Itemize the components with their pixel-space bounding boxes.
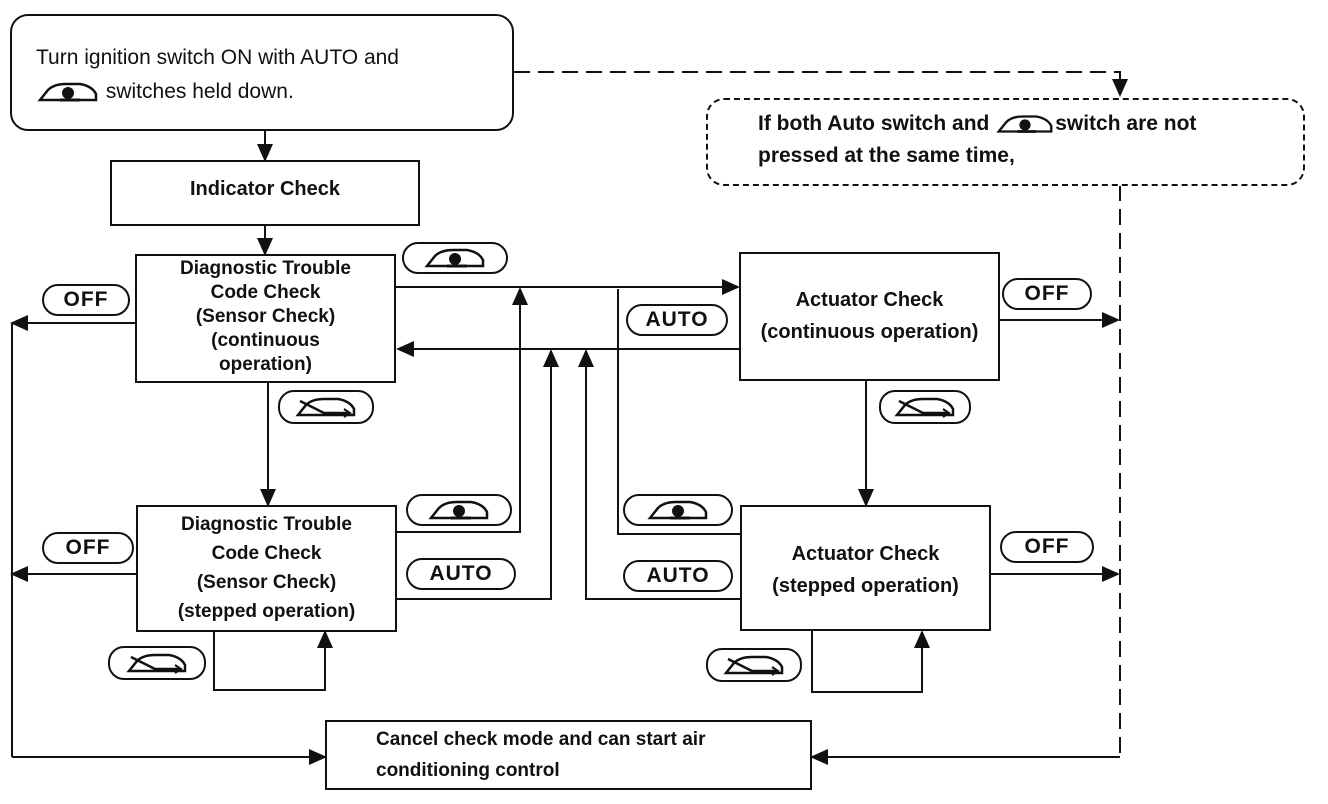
dtc-stepped-l2: Code Check: [211, 543, 322, 564]
auto-button-dtc-stepped[interactable]: AUTO: [406, 558, 516, 590]
fresh-air-switch-icon: [126, 653, 187, 674]
recirc-switch-icon: [424, 248, 485, 268]
indicator-check-box: [110, 160, 420, 226]
cancel-check-l1: Cancel check mode and can start air: [376, 729, 706, 750]
dtc-continuous-l1: Diagnostic Trouble: [179, 258, 352, 279]
recirc-switch-icon: [37, 83, 98, 102]
recirc-button-dtc-stepped[interactable]: [406, 494, 512, 526]
dtc-stepped-text: Diagnostic Trouble Code Check (Sensor Ch…: [136, 510, 397, 626]
fresh-air-switch-icon: [723, 655, 784, 676]
note-line1a: If both Auto switch and: [758, 112, 990, 135]
off-button-actuator-stepped[interactable]: OFF: [1000, 531, 1094, 563]
fresh-air-switch-icon: [295, 397, 356, 418]
indicator-check-label: Indicator Check: [189, 178, 341, 200]
recirc-switch-icon: [647, 500, 708, 520]
actuator-continuous-text: Actuator Check (continuous operation): [739, 284, 1000, 348]
off-button-dtc-continuous[interactable]: OFF: [42, 284, 130, 316]
dtc-stepped-l1: Diagnostic Trouble: [180, 514, 353, 535]
dtc-continuous-l4: (continuous: [211, 330, 320, 351]
dtc-continuous-l2: Code Check: [210, 282, 321, 303]
actuator-continuous-box: [739, 252, 1000, 381]
actuator-stepped-box: [740, 505, 991, 631]
cancel-check-l2: conditioning control: [376, 760, 560, 781]
off-button-actuator-continuous[interactable]: OFF: [1002, 278, 1092, 310]
actuator-stepped-l2: (stepped operation): [772, 575, 959, 597]
dtc-continuous-l5: operation): [219, 354, 312, 375]
fresh-button-actuator-continuous[interactable]: [879, 390, 971, 424]
note-line2: pressed at the same time,: [758, 144, 1015, 167]
actuator-stepped-l1: Actuator Check: [791, 543, 940, 565]
recirc-switch-icon: [428, 500, 489, 520]
dtc-continuous-text: Diagnostic Trouble Code Check (Sensor Ch…: [135, 257, 396, 377]
actuator-continuous-l1: Actuator Check: [795, 289, 944, 311]
dtc-stepped-l4: (stepped operation): [177, 601, 356, 622]
recirc-switch-icon: [996, 115, 1053, 134]
auto-button-actuator-continuous[interactable]: AUTO: [626, 304, 728, 336]
auto-button-actuator-stepped[interactable]: AUTO: [623, 560, 733, 592]
recirc-button-actuator-stepped[interactable]: [623, 494, 733, 526]
note-box: [706, 98, 1305, 186]
cancel-check-text: Cancel check mode and can start air cond…: [376, 724, 705, 786]
dtc-continuous-box: [135, 254, 396, 383]
fresh-button-dtc-continuous[interactable]: [278, 390, 374, 424]
actuator-stepped-text: Actuator Check (stepped operation): [740, 538, 991, 602]
fresh-button-actuator-stepped[interactable]: [706, 648, 802, 682]
actuator-continuous-l2: (continuous operation): [760, 321, 979, 343]
start-step-box: [10, 14, 514, 131]
cancel-check-box: [325, 720, 812, 790]
dtc-continuous-l3: (Sensor Check): [195, 306, 336, 327]
start-step-line2-text: switches held down.: [105, 80, 294, 103]
start-step-line1: Turn ignition switch ON with AUTO and: [36, 46, 399, 69]
off-button-dtc-stepped[interactable]: OFF: [42, 532, 134, 564]
fresh-button-dtc-stepped[interactable]: [108, 646, 206, 680]
dtc-stepped-box: [136, 505, 397, 632]
recirc-button-dtc-continuous[interactable]: [402, 242, 508, 274]
start-step-line2: switches held down.: [36, 78, 294, 105]
note-line1b: switch are not: [1055, 112, 1197, 135]
dtc-stepped-l3: (Sensor Check): [196, 572, 337, 593]
note-line1: If both Auto switch and switch are not: [758, 110, 1196, 137]
fresh-air-switch-icon: [894, 397, 955, 418]
